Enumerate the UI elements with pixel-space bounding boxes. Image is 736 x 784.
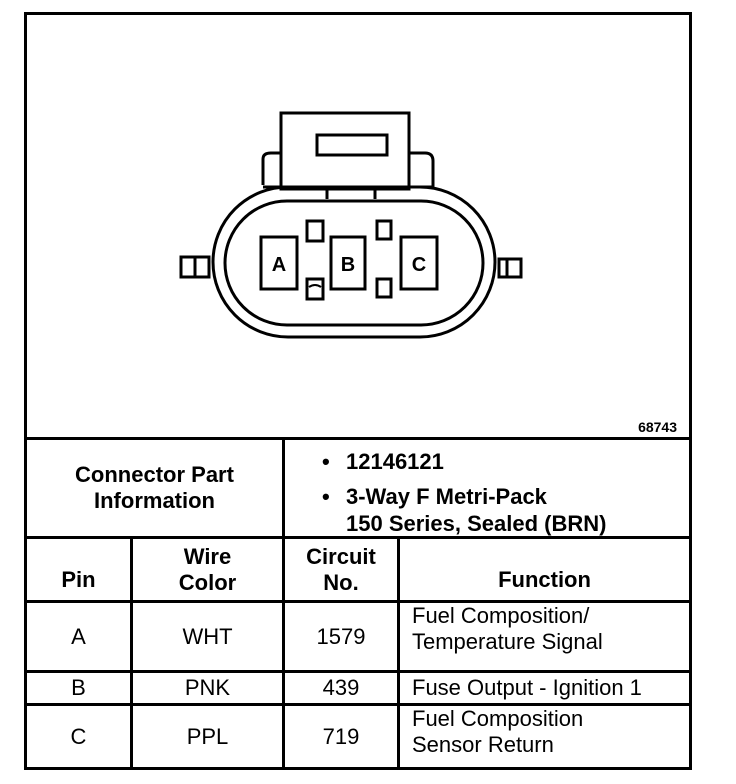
divider-col-info [282,437,285,603]
row-a-color: WHT [182,623,233,649]
row-c-function-line2: Sensor Return [412,732,554,757]
pin-cavity-c [399,235,439,291]
row-b-pin: B [71,675,86,700]
connector-drawing: A B C [179,111,523,339]
header-wire-color-line2: Color [178,569,237,595]
row-b-function: Fuse Output - Ignition 1 [412,675,642,700]
lock-tab-slot [315,133,389,157]
divider-col-color [282,536,285,770]
part-info-label-line1: Connector Part [75,462,234,487]
header-circuit-line1: Circuit [306,543,376,569]
divider-col-circuit [397,536,400,770]
lock-tab [279,111,411,191]
header-circuit-no: Circuit No. [285,539,397,600]
divider-drawing [27,437,689,440]
divider-row-a [27,670,689,673]
connector-body-inner [223,199,485,327]
connector-shoulder [261,151,435,187]
row-a-function: Fuel Composition/ Temperature Signal [400,603,689,670]
pin-cavity-a [259,235,299,291]
row-c-circuit: 719 [322,723,360,749]
header-wire-color-line1: Wire [183,543,232,569]
key-2 [375,219,393,241]
key-3 [305,277,325,301]
header-function: Function [498,567,591,592]
pin-cavity-b [329,235,367,291]
row-a-function-line1: Fuel Composition/ [412,603,590,628]
key-4 [375,277,393,299]
connector-body-outer [211,185,497,339]
divider-part-info [27,536,689,539]
row-b-color: PNK [184,675,231,700]
divider-header [27,600,689,603]
pin-label-b: B [341,254,355,276]
row-a-circuit: 1579 [316,623,366,649]
diagram-frame: A B C 68743 Connector Part Information •… [24,12,692,770]
connector-description-line1: 3-Way F Metri-Pack [346,484,547,509]
connector-description-line2: 150 Series, Sealed (BRN) [346,511,607,536]
header-pin: Pin [61,567,96,592]
row-c-pin: C [70,723,87,749]
row-a-pin: A [71,623,86,649]
row-c-function: Fuel Composition Sensor Return [400,706,689,767]
key-1 [305,219,325,243]
part-info-label-line2: Information [94,488,215,513]
bullet: • [322,484,330,509]
row-c-color: PPL [186,723,229,749]
part-info-details: • 12146121 • 3-Way F Metri-Pack 150 Series… [322,448,606,537]
pin-label-a: A [272,254,286,276]
divider-col-pin [130,536,133,770]
row-c-function-line1: Fuel Composition [412,706,584,731]
right-latch [497,257,523,279]
row-a-function-line2: Temperature Signal [412,629,603,654]
pin-label-c: C [412,254,426,276]
header-wire-color: Wire Color [133,539,282,600]
part-info-label: Connector Part Information [27,440,282,536]
row-b-circuit: 439 [322,675,360,700]
divider-row-b [27,703,689,706]
figure-number: 68743 [638,419,677,435]
part-number: 12146121 [346,449,444,474]
header-circuit-line2: No. [323,569,359,595]
bullet: • [322,449,330,474]
